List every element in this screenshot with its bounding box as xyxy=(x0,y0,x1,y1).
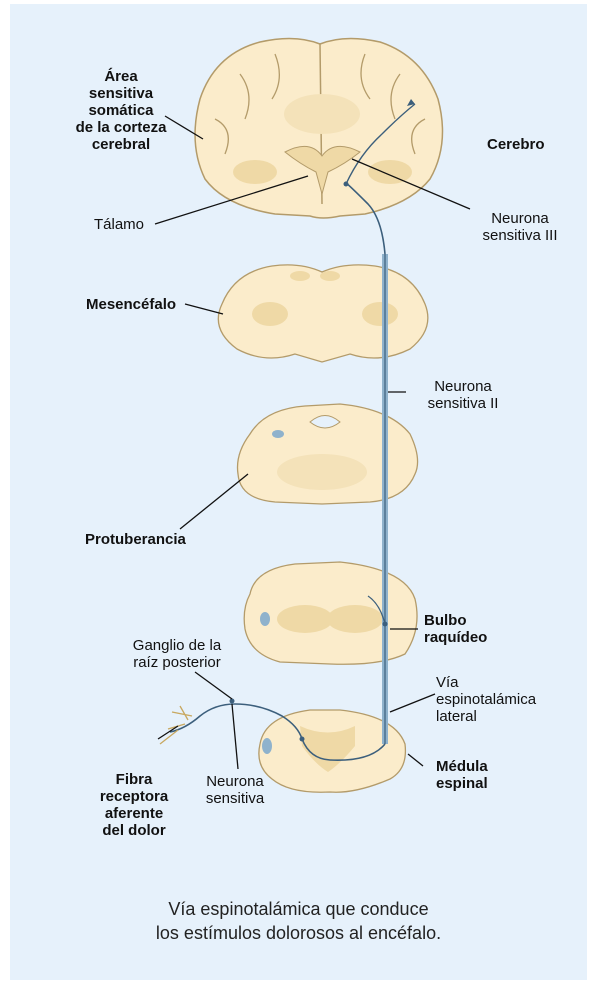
label-bulbo: Bulbo raquídeo xyxy=(424,612,487,646)
label-mesencefalo: Mesencéfalo xyxy=(86,296,176,313)
label-medula: Médula espinal xyxy=(436,758,488,792)
midbrain-section xyxy=(218,265,428,362)
figure-caption: Vía espinotalámica que conduce los estím… xyxy=(10,897,587,945)
label-protuberancia: Protuberancia xyxy=(85,531,186,548)
label-ganglio: Ganglio de la raíz posterior xyxy=(114,637,240,671)
label-area-cortex: Área sensitiva somática de la corteza ce… xyxy=(60,68,182,153)
diagram-figure: Área sensitiva somática de la corteza ce… xyxy=(10,4,587,980)
label-fibra: Fibra receptora aferente del dolor xyxy=(94,771,174,839)
medulla-oblongata-section xyxy=(244,562,417,664)
pons-section xyxy=(238,404,418,504)
label-neurona-iii: Neurona sensitiva III xyxy=(465,210,575,244)
label-cerebro: Cerebro xyxy=(487,136,545,153)
label-neurona-ii: Neurona sensitiva II xyxy=(408,378,518,412)
label-talamo: Tálamo xyxy=(94,216,144,233)
label-via: Vía espinotalámica lateral xyxy=(436,674,536,725)
brain-section xyxy=(195,38,442,218)
label-neurona-sensitiva: Neurona sensitiva xyxy=(190,773,280,807)
